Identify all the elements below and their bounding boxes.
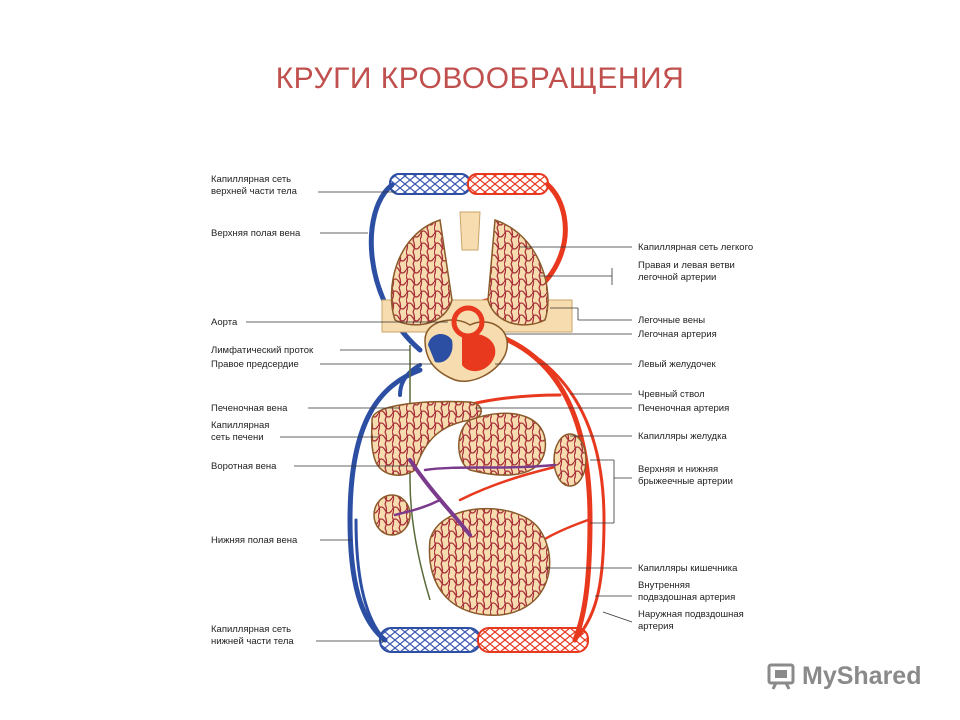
inferior-vena-cava — [347, 367, 423, 643]
right-lung — [487, 218, 549, 326]
slides-icon — [767, 663, 795, 690]
label-upper-capillary-1: Капиллярная сеть — [211, 174, 291, 185]
label-internal-iliac-2: подвздошная артерия — [638, 592, 735, 603]
label-pulmonary-veins: Легочные вены — [638, 315, 705, 326]
lymphatic-duct — [409, 345, 431, 601]
label-pulmonary-artery: Легочная артерия — [638, 329, 717, 340]
intestine — [428, 507, 551, 616]
right-leader-lines — [475, 246, 633, 623]
label-lymphatic-duct: Лимфатический проток — [211, 345, 314, 356]
label-pulmonary-branches-1: Правая и левая ветви — [638, 260, 735, 271]
liver — [370, 400, 482, 476]
left-ventricle — [462, 333, 496, 372]
label-pulmonary-branches-2: легочной артерии — [638, 272, 716, 283]
label-superior-vena-cava: Верхняя полая вена — [211, 228, 301, 239]
lungs — [381, 211, 573, 333]
label-lower-capillary-1: Капиллярная сеть — [211, 624, 291, 635]
label-external-iliac-2: артерия — [638, 621, 674, 632]
descending-aorta — [477, 327, 593, 643]
small-organ — [373, 494, 411, 536]
label-mesenteric-2: брыжеечные артерии — [638, 476, 733, 487]
trachea — [459, 211, 481, 251]
lower-body-capillary-net — [379, 627, 589, 653]
label-external-iliac-1: Наружная подвздошная — [638, 609, 744, 620]
label-stomach-capillaries: Капилляры желудка — [638, 431, 727, 442]
label-right-atrium: Правое предсердие — [211, 359, 299, 370]
label-hepatic-artery: Печеночная артерия — [638, 403, 729, 414]
left-leader-lines — [246, 191, 448, 642]
label-portal-vein: Воротная вена — [211, 461, 277, 472]
myshared-logo[interactable]: MyShared — [766, 656, 921, 696]
label-upper-capillary-2: верхней части тела — [211, 186, 298, 197]
page-title: КРУГИ КРОВООБРАЩЕНИЯ — [275, 62, 685, 95]
label-liver-capillary-2: сеть печени — [211, 432, 264, 443]
label-hepatic-vein: Печеночная вена — [211, 403, 288, 414]
label-internal-iliac-1: Внутренняя — [638, 580, 690, 591]
left-labels: Капиллярная сеть верхней части тела Верх… — [211, 174, 314, 647]
right-labels: Капиллярная сеть легкого Правая и левая … — [638, 242, 753, 632]
heart — [424, 305, 508, 382]
label-inferior-vena-cava: Нижняя полая вена — [211, 535, 298, 546]
right-side-artery — [538, 358, 606, 642]
left-side-vein — [354, 518, 387, 642]
label-mesenteric-1: Верхняя и нижняя — [638, 464, 718, 475]
label-left-ventricle: Левый желудочек — [638, 359, 716, 370]
label-intestine-capillaries: Капилляры кишечника — [638, 563, 738, 574]
label-aorta: Аорта — [211, 317, 238, 328]
upper-body-capillary-net — [389, 173, 549, 195]
right-atrium — [428, 333, 453, 363]
logo-text: MyShared — [802, 661, 922, 690]
label-liver-capillary-1: Капиллярная — [211, 420, 269, 431]
left-lung — [390, 219, 453, 326]
stomach — [458, 412, 547, 476]
hepatic-vein — [398, 363, 422, 397]
label-celiac-trunk: Чревный ствол — [638, 389, 705, 400]
portal-system — [393, 458, 557, 537]
label-lower-capillary-2: нижней части тела — [211, 636, 294, 647]
label-lung-capillary: Капиллярная сеть легкого — [638, 242, 753, 253]
spleen — [553, 433, 587, 487]
